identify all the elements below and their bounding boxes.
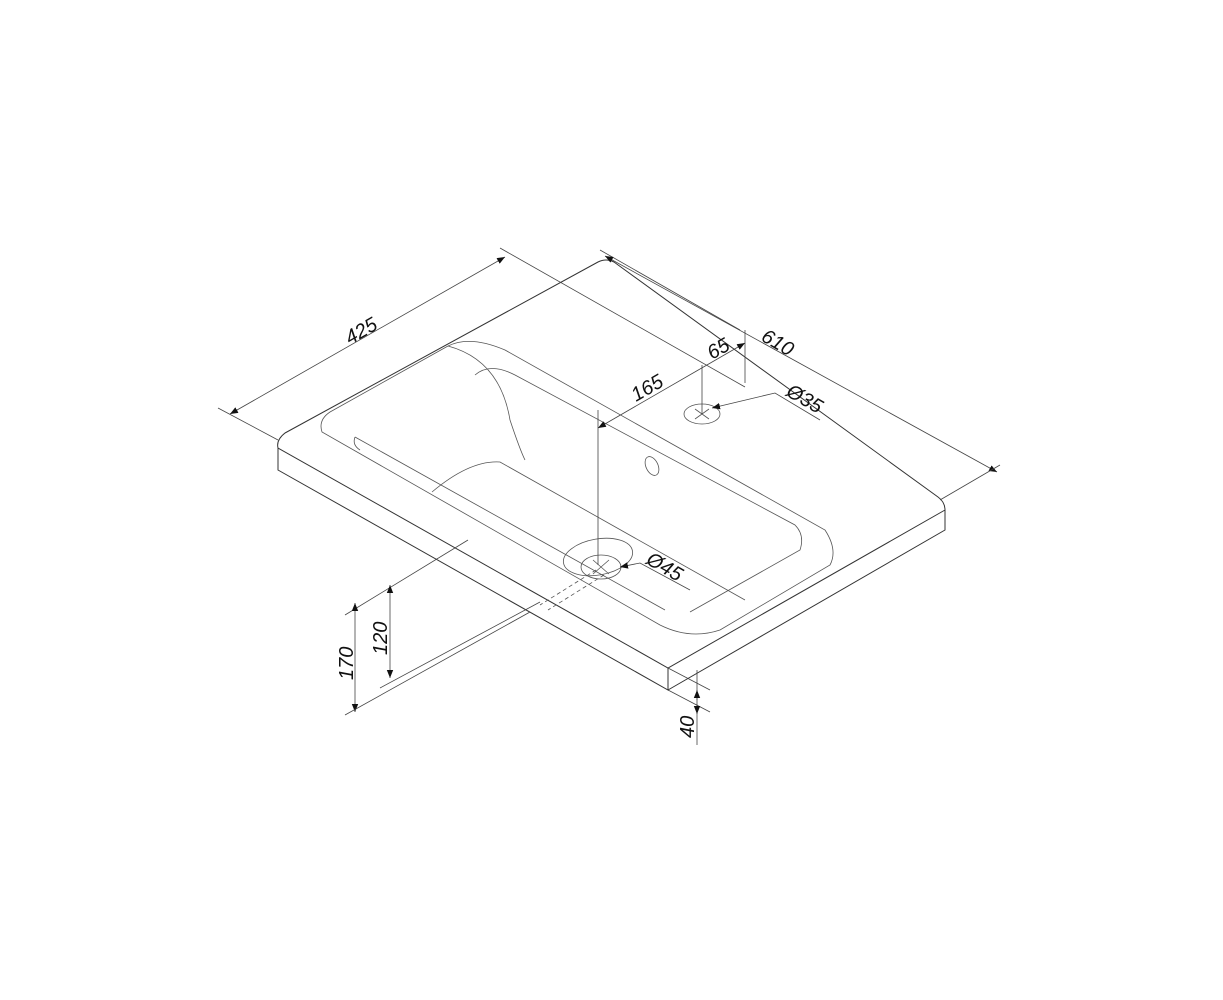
dim-120-label: 120 [370,622,392,655]
dim-65-label: 65 [704,334,735,365]
overflow-hole [644,456,660,476]
dim-170-label: 170 [336,647,358,680]
dimension-lines [217,247,1001,745]
dim-40-label: 40 [677,716,699,738]
basin [320,341,834,635]
dim-425-label: 425 [342,313,383,349]
dim-35-label: Ø35 [782,380,827,419]
drain-hole [539,537,634,611]
dim-165-label: 165 [628,370,669,406]
dim-45-label: Ø45 [642,548,687,587]
dim-610-label: 610 [758,325,798,361]
